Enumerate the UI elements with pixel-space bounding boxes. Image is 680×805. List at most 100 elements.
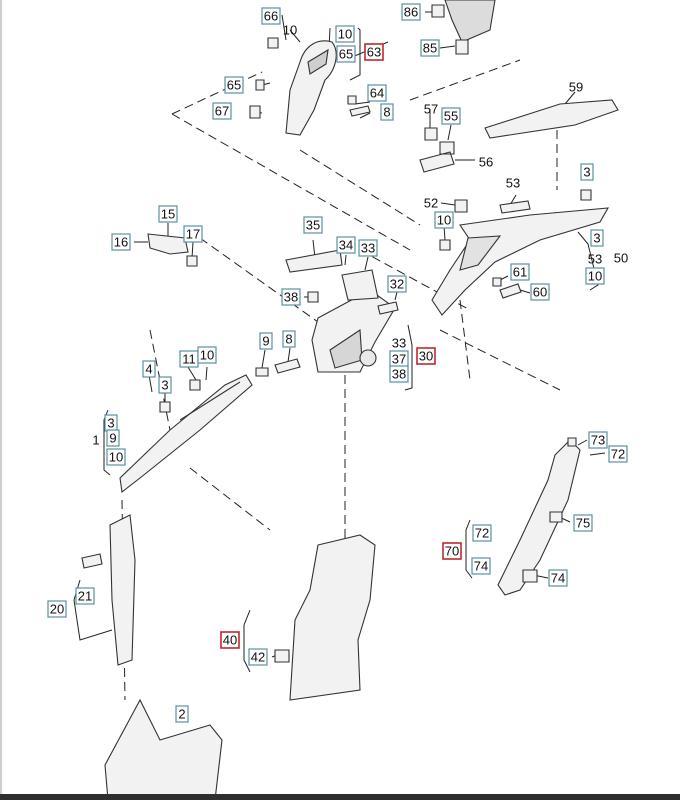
bracket-8-lower bbox=[274, 358, 301, 374]
callout-label: 11 bbox=[182, 352, 196, 367]
callout-10: 10 bbox=[283, 23, 297, 38]
clip-10-c-pillar bbox=[439, 239, 451, 251]
callout-38: 38 bbox=[281, 288, 301, 306]
callout-10: 10 bbox=[197, 346, 217, 364]
callout-label: 53 bbox=[506, 176, 520, 191]
screw-38 bbox=[307, 291, 319, 303]
callout-72: 72 bbox=[608, 445, 628, 463]
callout-label: 75 bbox=[576, 516, 590, 531]
clip-53 bbox=[499, 200, 531, 214]
leader-line bbox=[148, 347, 291, 402]
callout-box bbox=[183, 225, 203, 243]
callout-label: 30 bbox=[419, 349, 433, 364]
callout-box bbox=[248, 648, 268, 666]
clip-85 bbox=[455, 39, 469, 55]
clip-75 bbox=[549, 511, 563, 523]
callout-box bbox=[364, 43, 384, 61]
callout-15: 15 bbox=[158, 205, 178, 223]
callout-8: 8 bbox=[282, 330, 296, 348]
callout-label: 56 bbox=[479, 155, 493, 170]
callout-box bbox=[548, 569, 568, 587]
callout-label: 9 bbox=[109, 431, 116, 446]
callout-label: 33 bbox=[361, 241, 375, 256]
roof-trim-rear bbox=[484, 99, 619, 139]
callout-label: 10 bbox=[338, 27, 352, 42]
callout-label: 61 bbox=[513, 265, 527, 280]
callout-50: 50 bbox=[614, 251, 628, 266]
callout-61: 61 bbox=[510, 263, 530, 281]
callout-label: 17 bbox=[186, 227, 200, 242]
callout-label: 2 bbox=[178, 707, 185, 722]
cover-21 bbox=[81, 553, 103, 569]
callout-37: 37 bbox=[389, 350, 409, 368]
callout-34: 34 bbox=[336, 236, 356, 254]
callout-label: 63 bbox=[367, 45, 381, 60]
callout-65: 65 bbox=[224, 76, 244, 94]
callout-label: 65 bbox=[339, 47, 353, 62]
callout-box bbox=[106, 448, 126, 466]
callout-11: 11 bbox=[179, 350, 199, 368]
callout-label: 4 bbox=[145, 362, 152, 377]
callout-75: 75 bbox=[573, 514, 593, 532]
callout-label: 53 bbox=[588, 252, 602, 267]
callout-10: 10 bbox=[106, 448, 126, 466]
callout-4: 4 bbox=[142, 360, 156, 378]
callout-72: 72 bbox=[472, 524, 492, 542]
callout-label: 64 bbox=[370, 86, 384, 101]
clip-assembly-55 bbox=[419, 127, 455, 173]
clip-42 bbox=[274, 649, 290, 663]
callout-label: 10 bbox=[283, 23, 297, 38]
callout-box bbox=[380, 103, 394, 121]
callout-label: 9 bbox=[262, 334, 269, 349]
callout-label: 60 bbox=[533, 285, 547, 300]
clip-3-right bbox=[580, 189, 592, 201]
callout-3: 3 bbox=[590, 229, 604, 247]
callout-label: 3 bbox=[593, 231, 600, 246]
callout-box bbox=[358, 239, 378, 257]
rear-pillar-trim bbox=[497, 439, 581, 596]
callout-box bbox=[401, 3, 421, 21]
callout-box bbox=[175, 705, 189, 723]
callout-73: 73 bbox=[588, 431, 608, 449]
callout-box bbox=[590, 229, 604, 247]
callout-box bbox=[47, 600, 67, 618]
callout-53: 53 bbox=[506, 176, 520, 191]
callout-label: 32 bbox=[390, 277, 404, 292]
bracket-60 bbox=[499, 283, 522, 299]
callout-bracket bbox=[243, 609, 251, 673]
callout-label: 3 bbox=[161, 378, 168, 393]
callout-label: 85 bbox=[423, 41, 437, 56]
callout-box bbox=[158, 205, 178, 223]
callout-box bbox=[585, 267, 605, 285]
callout-box bbox=[530, 283, 550, 301]
callout-label: 74 bbox=[551, 571, 565, 586]
bracket-15 bbox=[147, 233, 189, 255]
a-pillar-trim-grille bbox=[307, 48, 329, 75]
callout-label: 10 bbox=[200, 348, 214, 363]
callout-label: 8 bbox=[383, 105, 390, 120]
callout-label: 50 bbox=[614, 251, 628, 266]
bottom-edge bbox=[0, 794, 680, 800]
callout-box bbox=[588, 431, 608, 449]
callout-box bbox=[580, 163, 594, 181]
callout-bracket bbox=[349, 27, 361, 81]
cover-35 bbox=[285, 249, 343, 273]
a-pillar-groove bbox=[179, 381, 241, 421]
callout-86: 86 bbox=[401, 3, 421, 21]
callout-label: 10 bbox=[437, 213, 451, 228]
callout-label: 73 bbox=[591, 433, 605, 448]
callout-9: 9 bbox=[106, 429, 120, 447]
callout-label: 55 bbox=[444, 109, 458, 124]
callout-30: 30 bbox=[416, 347, 436, 365]
clip-67 bbox=[249, 105, 261, 119]
callout-label: 10 bbox=[109, 450, 123, 465]
callout-10: 10 bbox=[585, 267, 605, 285]
callout-10: 10 bbox=[434, 211, 454, 229]
callout-40: 40 bbox=[220, 631, 240, 649]
callout-box bbox=[608, 445, 628, 463]
callout-label: 34 bbox=[339, 238, 353, 253]
callout-box bbox=[106, 429, 120, 447]
callout-56: 56 bbox=[479, 155, 493, 170]
callout-bracket bbox=[465, 519, 473, 579]
callout-label: 35 bbox=[306, 218, 320, 233]
